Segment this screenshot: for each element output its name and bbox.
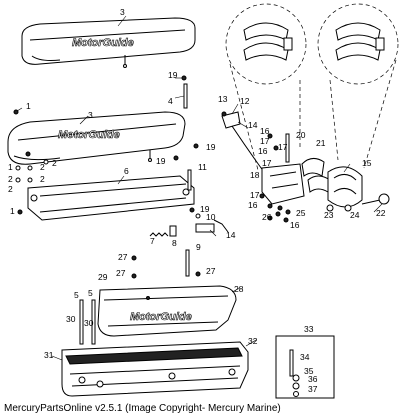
callout-6: 6 <box>124 166 129 176</box>
callout-33: 33 <box>304 324 314 334</box>
callout-2c: 2 <box>40 162 45 172</box>
callout-10: 10 <box>206 212 216 222</box>
callout-16c: 16 <box>248 200 258 210</box>
callout-22: 22 <box>376 208 386 218</box>
callout-32: 32 <box>248 336 258 346</box>
callout-11: 11 <box>198 162 207 172</box>
bracket-part <box>27 175 195 221</box>
callout-28: 28 <box>234 284 244 294</box>
callout-9: 9 <box>196 242 201 252</box>
callout-5b: 5 <box>88 288 93 298</box>
callout-1a: 1 <box>26 101 31 111</box>
callout-35: 35 <box>304 366 314 376</box>
callout-21: 21 <box>316 138 326 148</box>
callout-2d: 2 <box>40 174 45 184</box>
callout-19d: 19 <box>200 204 210 214</box>
cable-assembly <box>195 111 265 233</box>
callout-3a: 3 <box>120 7 125 17</box>
callout-15: 15 <box>362 158 372 168</box>
callout-31: 31 <box>44 350 54 360</box>
callout-29: 29 <box>98 272 108 282</box>
callout-24: 24 <box>350 210 360 220</box>
callout-14a: 14 <box>248 120 258 130</box>
callout-37: 37 <box>308 384 318 394</box>
callout-26: 26 <box>262 212 272 222</box>
callout-18: 18 <box>250 170 260 180</box>
callout-1b: 1 <box>8 162 13 172</box>
logo-text-cover: MotorGuide <box>58 129 120 141</box>
callout-5a: 5 <box>74 290 79 300</box>
screws-and-pins <box>13 75 201 345</box>
callout-16b: 16 <box>258 146 268 156</box>
callout-19b: 19 <box>206 142 216 152</box>
callout-2a: 2 <box>8 174 13 184</box>
callout-3b: 3 <box>88 110 93 120</box>
callout-27b: 27 <box>116 268 126 278</box>
callout-12: 12 <box>240 96 250 106</box>
base-31-part <box>61 341 249 397</box>
top-cover-part: MotorGuide <box>21 17 196 68</box>
callout-17c: 17 <box>262 158 272 168</box>
callout-4: 4 <box>168 96 173 106</box>
callout-17d: 17 <box>250 190 260 200</box>
callout-19c: 19 <box>156 156 166 166</box>
kit-box-33 <box>275 335 335 399</box>
callout-25: 25 <box>296 208 306 218</box>
callout-2e: 2 <box>52 158 57 168</box>
callout-16d: 16 <box>290 220 300 230</box>
callout-27c: 27 <box>206 266 216 276</box>
callout-23: 23 <box>324 210 334 220</box>
callout-14b: 14 <box>226 230 236 240</box>
logo-text-housing: MotorGuide <box>130 311 192 323</box>
callout-27a: 27 <box>118 252 128 262</box>
callout-36: 36 <box>308 374 318 384</box>
callout-1c: 1 <box>10 206 15 216</box>
leader-lines <box>16 15 383 361</box>
callout-19a: 19 <box>168 70 178 80</box>
housing-28-part: MotorGuide <box>97 285 237 337</box>
callout-34: 34 <box>300 352 310 362</box>
callout-30b: 30 <box>84 318 94 328</box>
callout-17b: 17 <box>278 142 288 152</box>
callout-17a: 17 <box>260 136 270 146</box>
callout-20: 20 <box>296 130 306 140</box>
callout-16a: 16 <box>260 126 270 136</box>
callout-13: 13 <box>218 94 228 104</box>
detail-zoom-left <box>225 3 307 85</box>
detail-zoom-right <box>317 3 399 85</box>
copyright-footer: MercuryPartsOnline v2.5.1 (Image Copyrig… <box>4 403 281 414</box>
callout-8: 8 <box>172 238 177 248</box>
callout-labels: 3 3 1 1 1 2 2 2 2 2 19 4 19 19 11 6 19 1… <box>8 7 386 394</box>
callout-7: 7 <box>150 236 155 246</box>
steering-mechanism <box>259 133 390 223</box>
logo-text-top: MotorGuide <box>72 37 134 49</box>
lower-cover-part: MotorGuide <box>7 111 186 165</box>
callout-2b: 2 <box>8 184 13 194</box>
callout-30a: 30 <box>66 314 76 324</box>
